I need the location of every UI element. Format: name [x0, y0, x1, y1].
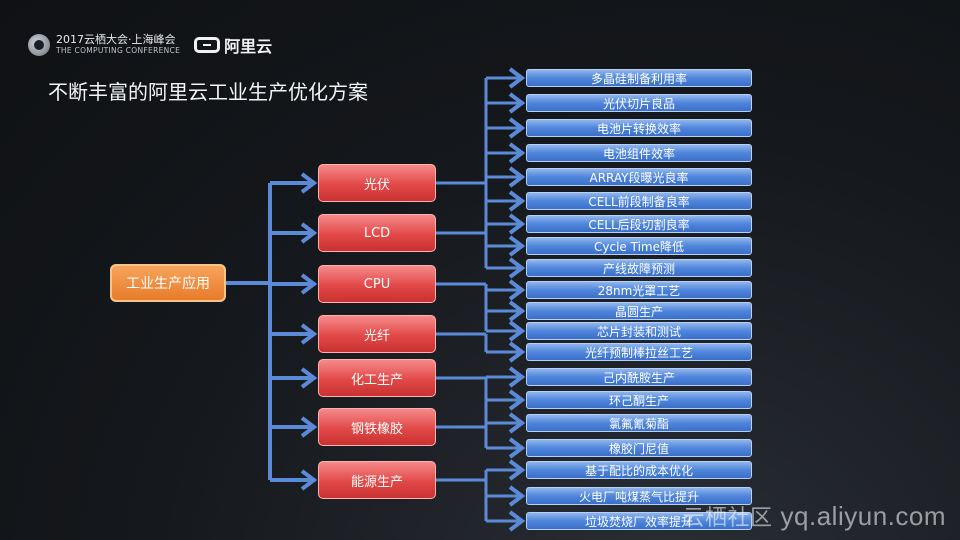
watermark-url: yq.aliyun.com: [780, 501, 946, 531]
arrow-head-icon: [508, 235, 526, 257]
arrow-head-icon: [508, 190, 526, 212]
solution-node: 火电厂吨煤蒸气比提升: [526, 487, 752, 505]
solution-node: CELL后段切割良率: [526, 215, 752, 233]
conference-subtitle: THE COMPUTING CONFERENCE: [56, 46, 181, 55]
solution-node: ARRAY段曝光良率: [526, 168, 752, 186]
arrow-head-icon: [508, 437, 526, 459]
solution-node: 基于配比的成本优化: [526, 461, 752, 479]
arrow-head-icon: [508, 459, 526, 481]
solution-node: 环己酮生产: [526, 391, 752, 409]
solution-node: 28nm光罩工艺: [526, 281, 752, 299]
conference-logo: 2017云栖大会·上海峰会 THE COMPUTING CONFERENCE: [28, 34, 180, 56]
root-node: 工业生产应用: [110, 264, 226, 302]
arrow-head-icon: [300, 367, 318, 389]
arrow-head-icon: [508, 142, 526, 164]
arrow-head-icon: [508, 341, 526, 363]
watermark: 云栖社区 yq.aliyun.com: [683, 500, 946, 532]
arrow-head-icon: [300, 469, 318, 491]
solution-node: 垃圾焚烧厂效率提升: [526, 512, 752, 530]
solution-node: 光纤预制棒拉丝工艺: [526, 343, 752, 361]
solution-node: 氯氟氰菊酯: [526, 414, 752, 432]
arrow-head-icon: [300, 323, 318, 345]
arrow-head-icon: [508, 389, 526, 411]
arrow-head-icon: [300, 222, 318, 244]
arrow-head-icon: [508, 257, 526, 279]
arrow-head-icon: [508, 117, 526, 139]
conference-name: 2017云栖大会·上海峰会: [56, 33, 176, 46]
category-node: 光伏: [318, 164, 436, 202]
arrow-head-icon: [508, 279, 526, 301]
arrow-head-icon: [300, 273, 318, 295]
header-logos: 2017云栖大会·上海峰会 THE COMPUTING CONFERENCE 阿…: [28, 30, 272, 60]
arrow-head-icon: [508, 320, 526, 342]
solution-node: 产线故障预测: [526, 259, 752, 277]
arrow-head-icon: [508, 92, 526, 114]
arrow-head-icon: [508, 300, 526, 322]
arrow-head-icon: [508, 412, 526, 434]
arrow-head-icon: [508, 510, 526, 532]
conference-text: 2017云栖大会·上海峰会 THE COMPUTING CONFERENCE: [56, 34, 180, 56]
solution-node: CELL前段制备良率: [526, 192, 752, 210]
slide-title: 不断丰富的阿里云工业生产优化方案: [48, 80, 368, 104]
solution-node: 橡胶门尼值: [526, 439, 752, 457]
watermark-cn: 云栖社区: [682, 505, 773, 530]
arrow-head-icon: [508, 485, 526, 507]
solution-node: 己内酰胺生产: [526, 368, 752, 386]
arrow-head-icon: [508, 366, 526, 388]
arrow-head-icon: [508, 67, 526, 89]
solution-node: 晶圆生产: [526, 302, 752, 320]
arrow-head-icon: [508, 166, 526, 188]
solution-node: 电池组件效率: [526, 144, 752, 162]
category-node: 化工生产: [318, 359, 436, 397]
category-node: 钢铁橡胶: [318, 408, 436, 446]
globe-icon: [28, 34, 50, 56]
aliyun-brand-text: 阿里云: [224, 37, 273, 56]
aliyun-mark-icon: [194, 37, 221, 53]
solution-node: 多晶硅制备利用率: [526, 69, 752, 87]
arrow-head-icon: [508, 213, 526, 235]
arrow-head-icon: [300, 416, 318, 438]
solution-node: 光伏切片良品: [526, 94, 752, 112]
solution-node: 芯片封装和测试: [526, 322, 752, 340]
arrow-head-icon: [300, 172, 318, 194]
category-node: 能源生产: [318, 461, 436, 499]
category-node: CPU: [318, 265, 436, 303]
solution-node: 电池片转换效率: [526, 119, 752, 137]
solution-node: Cycle Time降低: [526, 237, 752, 255]
aliyun-logo: 阿里云: [194, 33, 272, 57]
category-node: 光纤: [318, 315, 436, 353]
category-node: LCD: [318, 214, 436, 252]
